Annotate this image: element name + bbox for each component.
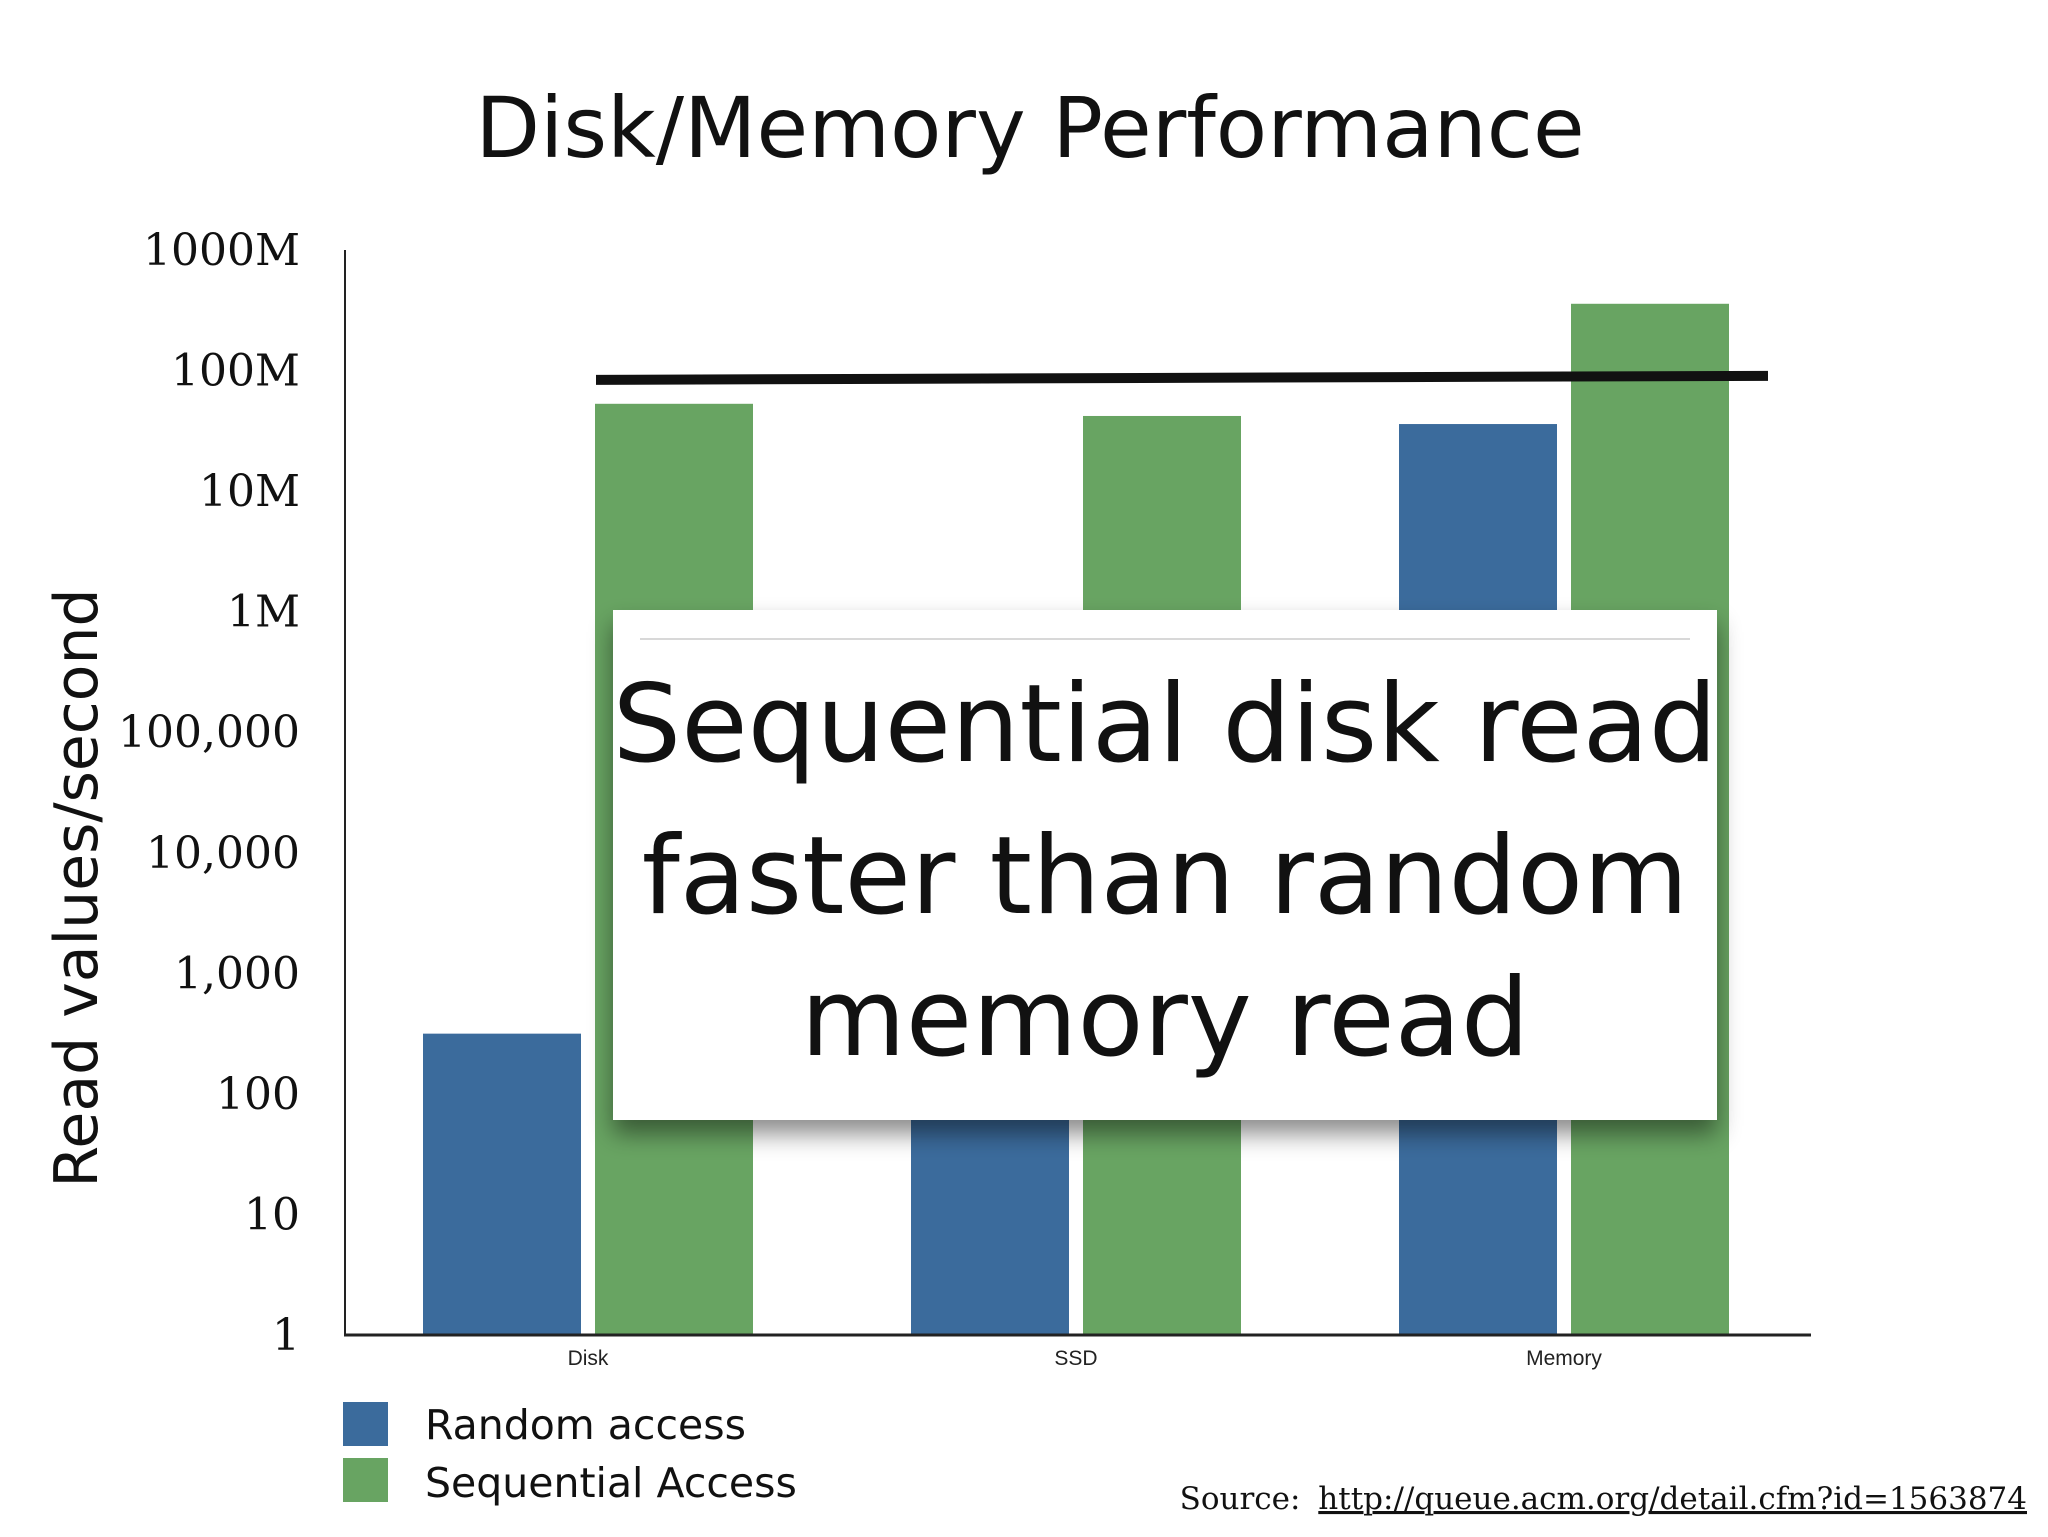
y-tick-label: 100M bbox=[171, 346, 300, 397]
y-tick-label: 100,000 bbox=[118, 707, 300, 758]
y-tick-label: 1 bbox=[272, 1310, 300, 1361]
y-tick-label: 1,000 bbox=[174, 948, 300, 999]
y-tick-label: 1M bbox=[227, 587, 300, 638]
x-category-label: Disk bbox=[568, 1347, 609, 1370]
reference-line bbox=[595, 370, 1769, 385]
legend-label-random: Random access bbox=[425, 1401, 746, 1449]
x-category-label: Memory bbox=[1526, 1347, 1602, 1370]
x-category-label: SSD bbox=[1054, 1347, 1097, 1370]
callout-line-2: faster than random bbox=[642, 814, 1689, 939]
source-note: Source: http://queue.acm.org/detail.cfm?… bbox=[1180, 1481, 2027, 1517]
legend-label-sequential: Sequential Access bbox=[425, 1459, 797, 1507]
callout-box: Sequential disk read faster than random … bbox=[613, 610, 1718, 1120]
bar-random-disk bbox=[423, 1033, 581, 1335]
y-axis-label: Read values/second bbox=[42, 588, 112, 1187]
legend-swatch-sequential bbox=[343, 1458, 388, 1502]
chart-title: Disk/Memory Performance bbox=[475, 79, 1584, 177]
callout-line-3: memory read bbox=[801, 956, 1530, 1081]
y-tick-label: 10,000 bbox=[146, 828, 300, 879]
x-axis-categories: Disk SSD Memory bbox=[568, 1347, 1603, 1370]
source-link[interactable]: http://queue.acm.org/detail.cfm?id=15638… bbox=[1318, 1481, 2027, 1517]
source-label: Source: bbox=[1180, 1481, 1301, 1517]
y-tick-label: 10M bbox=[199, 466, 300, 517]
callout-line-1: Sequential disk read bbox=[613, 662, 1718, 787]
y-tick-label: 100 bbox=[216, 1069, 300, 1120]
y-tick-label: 10 bbox=[244, 1189, 300, 1240]
legend: Random access Sequential Access bbox=[343, 1401, 797, 1507]
y-tick-label: 1000M bbox=[143, 225, 300, 276]
legend-swatch-random bbox=[343, 1402, 388, 1446]
y-axis-ticks: 1 10 100 1,000 10,000 100,000 1M 10M 100M 1000M bbox=[118, 225, 300, 1361]
